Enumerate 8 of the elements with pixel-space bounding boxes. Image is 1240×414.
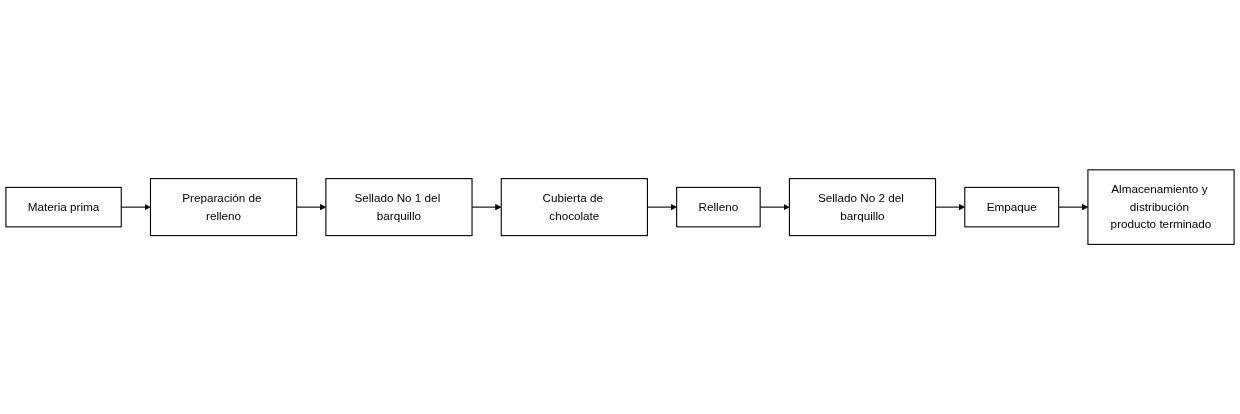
node-box: Cubierta de chocolate xyxy=(500,177,648,237)
node-box: Empaque xyxy=(964,186,1060,228)
node-box: Preparación de relleno xyxy=(149,177,298,237)
node-box: Almacenamiento y distribución producto terminado xyxy=(1087,169,1235,245)
node-box: Materia prima xyxy=(5,186,122,228)
node-box: Sellado No 2 del barquillo xyxy=(788,177,937,237)
node-box: Sellado No 1 del barquillo xyxy=(325,177,473,237)
node-box: Relleno xyxy=(676,186,761,228)
